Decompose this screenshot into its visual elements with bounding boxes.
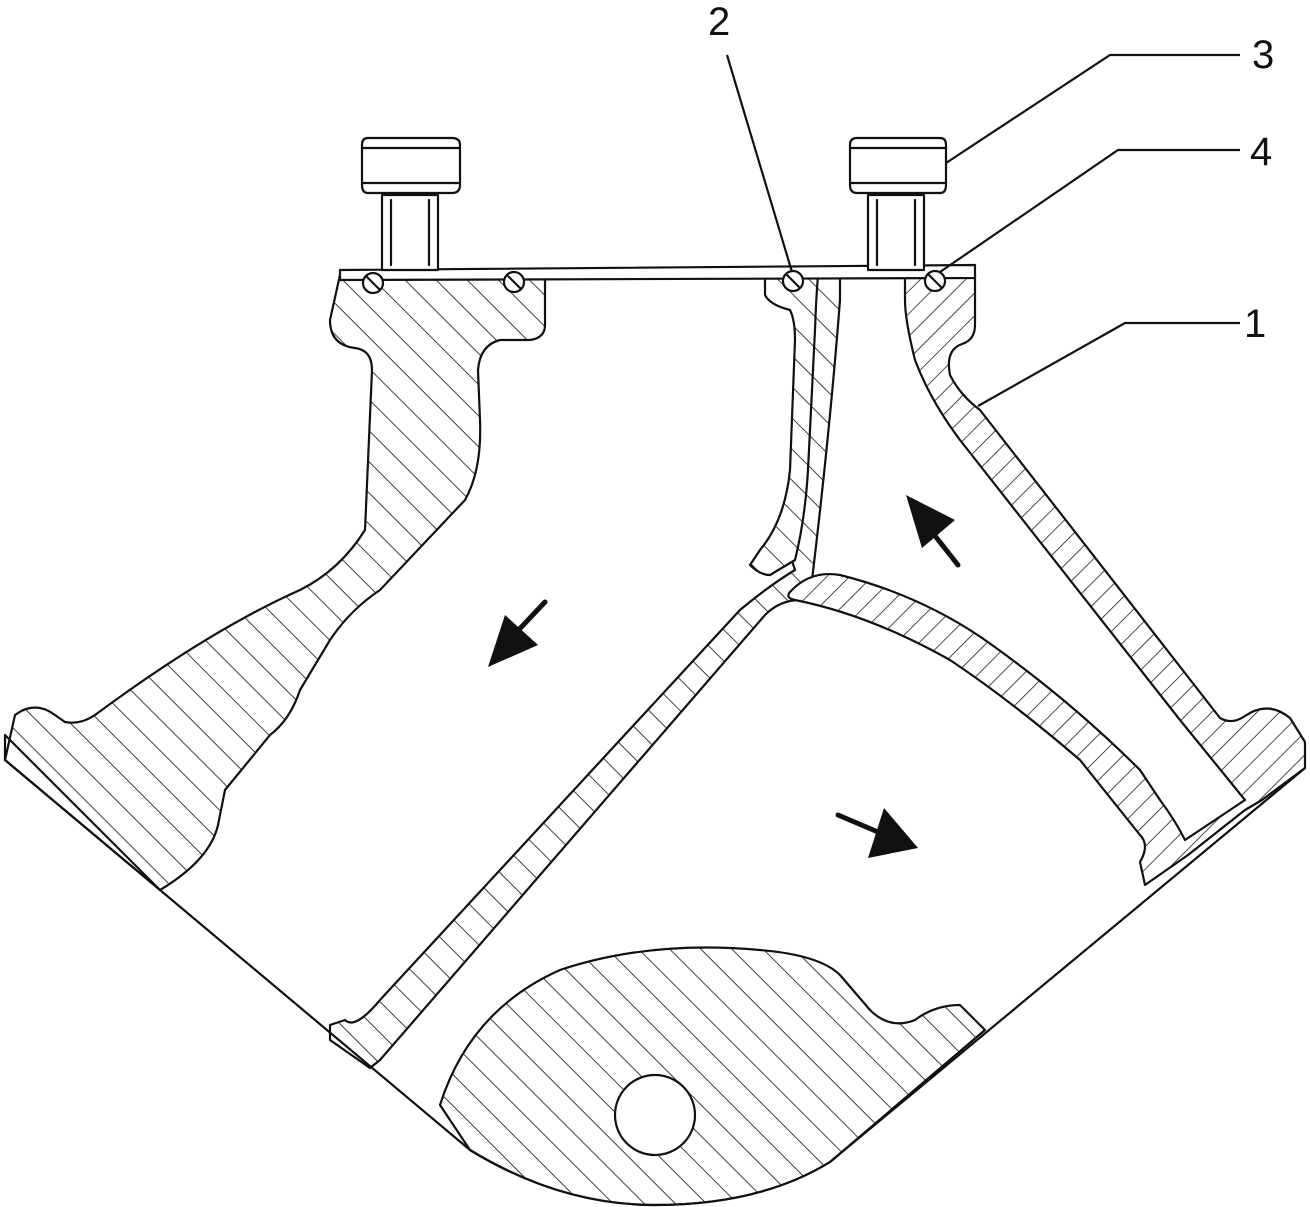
leader-lines — [725, 53, 1240, 407]
cap-screw-left — [360, 136, 462, 272]
o-ring-1 — [361, 271, 385, 295]
leader-3 — [945, 53, 1240, 164]
flow-arrow-right — [835, 808, 918, 858]
valve-seat-section — [438, 946, 987, 1207]
callout-2: 2 — [708, 0, 730, 44]
center-thin-wall — [748, 273, 820, 577]
right-wall-section — [787, 273, 1307, 887]
callout-3: 3 — [1252, 33, 1274, 77]
lower-left-diagonal-edge — [3, 758, 472, 1152]
leader-1 — [977, 321, 1240, 407]
housing-body — [3, 273, 547, 892]
o-ring-4 — [923, 269, 947, 293]
leader-4 — [939, 148, 1240, 273]
callout-1: 1 — [1244, 302, 1266, 346]
o-ring-2 — [502, 270, 526, 294]
flow-arrow-down-left — [488, 599, 548, 667]
o-ring-3 — [781, 269, 805, 293]
cover-plate-strip — [338, 263, 977, 282]
bore-hole — [613, 1073, 697, 1157]
callout-4: 4 — [1250, 130, 1272, 174]
cover-plate — [338, 263, 977, 282]
lower-right-diagonal-edge — [828, 766, 1307, 1164]
leader-2 — [725, 54, 794, 273]
o-ring-seals — [361, 269, 947, 295]
flow-arrow-up-left — [906, 495, 961, 568]
bottom-arc — [468, 1148, 832, 1207]
left-wall-section — [3, 273, 547, 892]
cap-screw-right — [848, 136, 948, 272]
